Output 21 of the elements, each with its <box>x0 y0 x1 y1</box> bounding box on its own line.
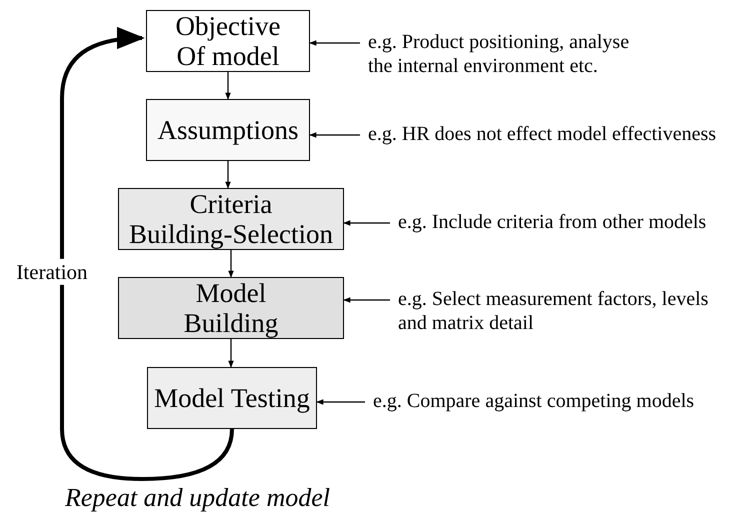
process-box: Model Testing <box>147 367 317 429</box>
example-note: e.g. HR does not effect model effectiveness <box>368 122 728 146</box>
arrow <box>228 250 234 278</box>
arrow <box>225 72 231 100</box>
process-box: Criteria Building-Selection <box>118 188 344 250</box>
arrow <box>309 132 360 138</box>
process-box: Assumptions <box>146 99 310 161</box>
example-note: e.g. Select measurement factors, levels and matrix detail <box>398 287 728 335</box>
caption: Repeat and update model <box>65 482 330 514</box>
arrow <box>225 161 231 189</box>
arrow <box>343 220 390 226</box>
arrow <box>316 399 365 405</box>
process-box: Model Building <box>118 277 344 339</box>
loop-arrow <box>60 28 234 481</box>
arrow <box>228 339 234 368</box>
process-box: Objective Of model <box>146 10 310 72</box>
arrow <box>309 40 360 46</box>
example-note: e.g. Include criteria from other models <box>398 210 728 234</box>
example-note: e.g. Product positioning, analyse the internal environment etc. <box>368 30 646 78</box>
arrow <box>343 297 390 303</box>
example-note: e.g. Compare against competing models <box>373 389 723 413</box>
